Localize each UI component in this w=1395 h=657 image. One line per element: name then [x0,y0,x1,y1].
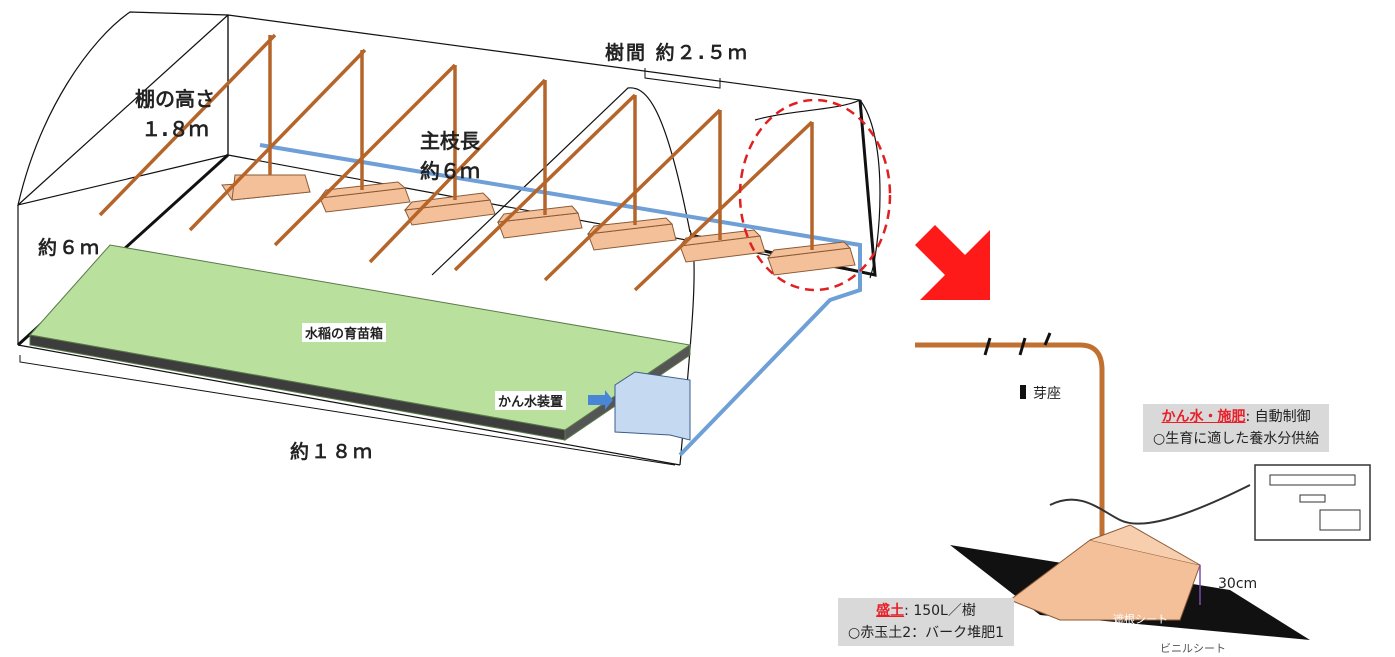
zoom-arrow [905,225,990,300]
height-30-label: 30cm [1218,576,1258,592]
water-pipe [259,143,862,457]
irrigation-info-box: かん水・施肥: 自動制御 ○生育に適した養水分供給 [1143,404,1330,452]
seedling-box-label: 水稲の育苗箱 [302,323,387,342]
controller-slot [1299,494,1326,503]
branches [98,33,814,292]
irrigation-tube [1049,484,1251,525]
length-bracket [19,355,676,466]
bud-label: 芽座 [1033,386,1061,402]
detail-mound [1008,539,1201,621]
controller-display [1269,474,1356,486]
seedling-trays [29,244,692,441]
bud-icon [1020,385,1026,399]
bud-marks [983,332,1052,356]
tree-spacing-label: 樹間 約２.５ｍ [605,42,749,64]
width-label: 約６ｍ [38,237,102,259]
controller-panel [1319,509,1361,531]
device-arrow [588,390,613,410]
main-branch-label: 主枝長約６ｍ [420,129,480,183]
highlight-circle [738,98,892,292]
spacing-bracket [644,68,721,89]
irrigation-device-label: かん水装置 [495,391,567,410]
irrigation-box [614,371,691,441]
vinyl-sheet-label: ビニルシート [1160,642,1226,655]
mounds [221,174,856,276]
root-sheet-label: 遮根シート [1113,613,1168,626]
length-label: 約１８ｍ [290,441,375,463]
detail-mound-top [1089,524,1201,566]
mound-info-box: 盛土: 150L／樹 ○赤玉土2：バーク堆肥1 [838,598,1015,646]
detail-branch [915,342,1105,560]
